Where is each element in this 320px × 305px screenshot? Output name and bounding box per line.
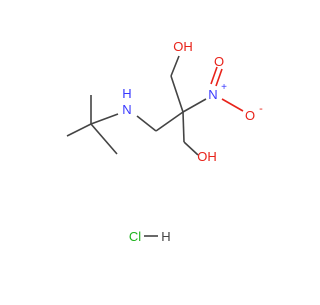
molecule-structure: OH OH N H N + O O - Cl H [66, 39, 263, 244]
bond-n-ch2 [136, 115, 157, 132]
atom-oh-top: OH [173, 39, 193, 54]
bond-quaternary-ch2-bottom [182, 111, 185, 143]
bond-tbu-methyl-bottom [90, 123, 118, 155]
bond-ch2-oh-top [170, 55, 180, 77]
bond-tbu-n [90, 113, 119, 125]
atom-amine-h: H [122, 86, 131, 101]
bond-quaternary-ch2-top [170, 75, 184, 113]
bond-nitro-o-single [221, 98, 244, 112]
atom-oh-bottom: OH [197, 149, 217, 164]
bond-quaternary-nitro [182, 98, 207, 113]
atom-nitro-n: N [208, 87, 217, 102]
bond-tbu-methyl-left [66, 123, 92, 137]
bond-ch2-quaternary [155, 111, 184, 132]
atom-hcl-h: H [161, 229, 170, 244]
atom-nitro-n-charge: + [221, 82, 227, 93]
atom-nitro-o-single-charge: - [259, 103, 263, 115]
bond-ch2-oh-bottom [183, 141, 199, 156]
bond-nitro-o-double-b [215, 68, 223, 87]
atom-hcl-cl: Cl [129, 229, 141, 244]
structure-canvas: OH OH N H N + O O - Cl H [66, 39, 263, 244]
bond-nitro-o-double-a [210, 66, 218, 85]
atom-nitro-o-single: O [245, 108, 255, 123]
atom-amine-n: N [122, 102, 131, 117]
atom-nitro-o-double: O [214, 54, 224, 69]
